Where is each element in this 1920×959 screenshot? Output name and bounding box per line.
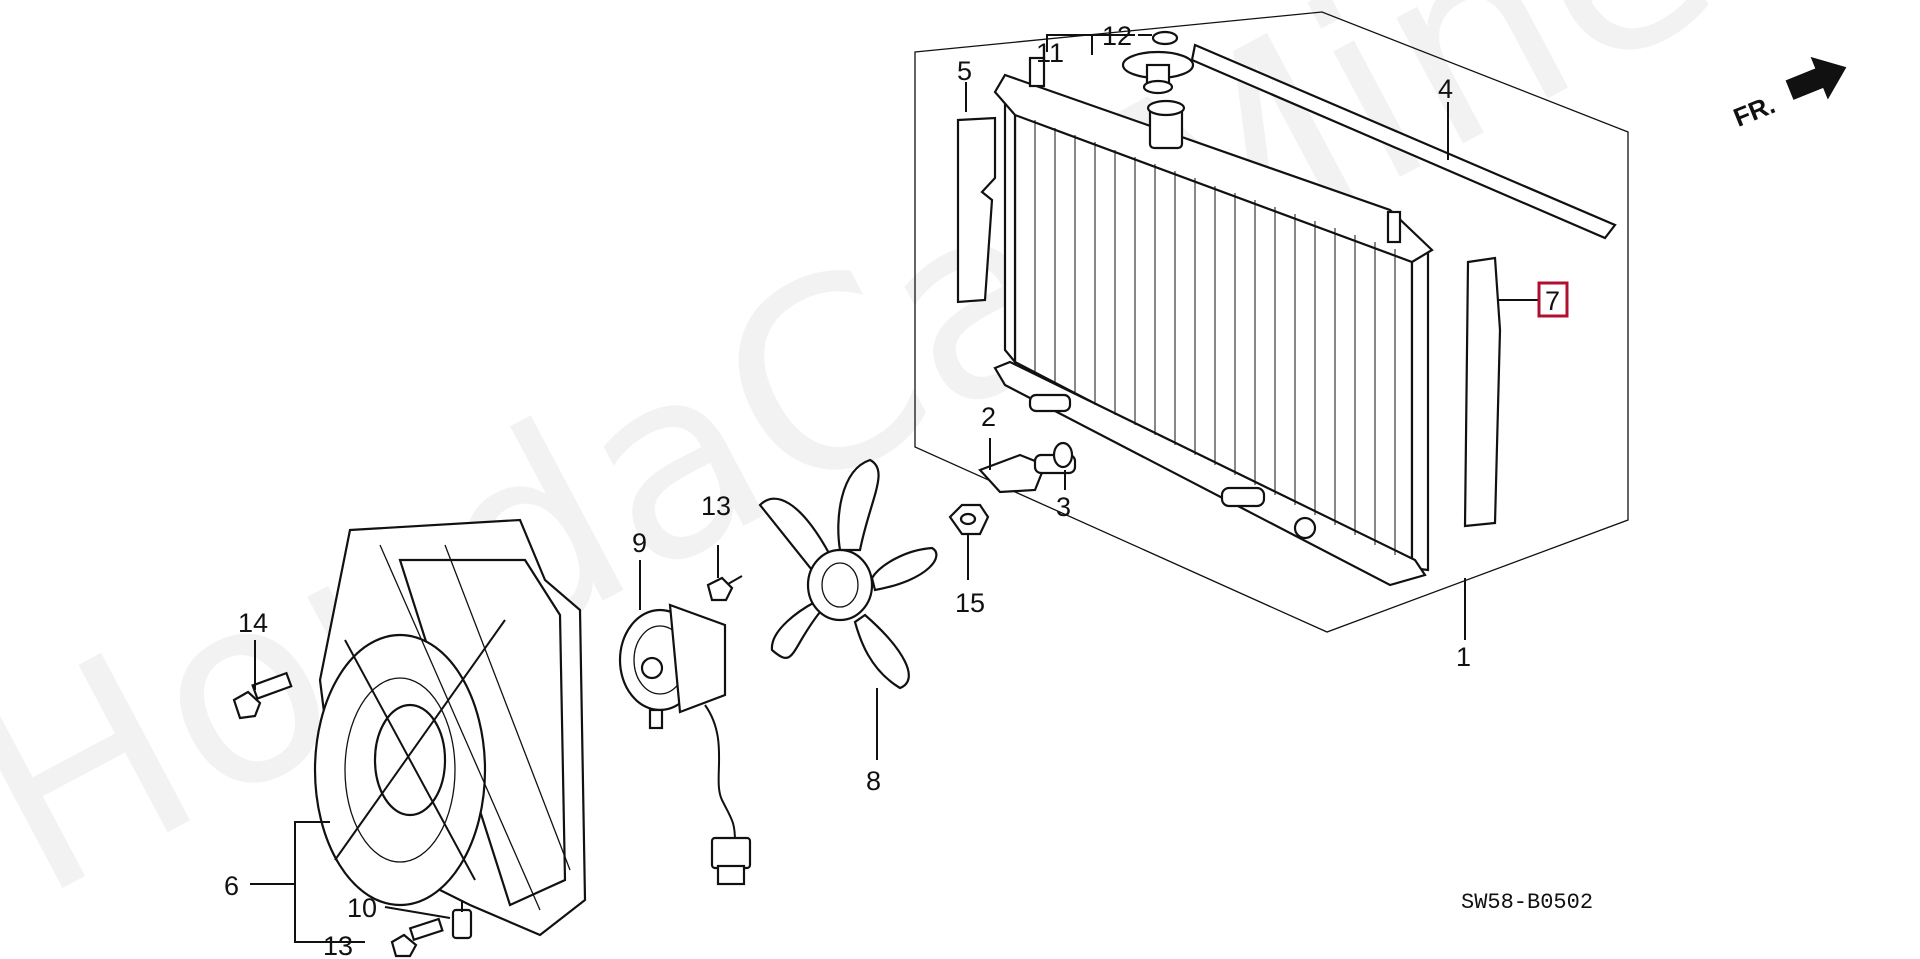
leader-lines	[250, 34, 1538, 943]
selection-box	[1537, 281, 1569, 318]
radiator-cap	[1121, 50, 1195, 95]
callout-1[interactable]: 1	[1456, 642, 1471, 672]
radiator-group-outline	[914, 11, 1629, 633]
front-arrow-icon	[1785, 56, 1847, 100]
callout-15[interactable]: 15	[955, 588, 985, 618]
callout-14[interactable]: 14	[238, 608, 268, 638]
motor-bolt	[706, 575, 743, 602]
upper-cushion	[1190, 43, 1617, 240]
callout-13-upper[interactable]: 13	[701, 491, 731, 521]
drawing-code: SW58-B0502	[1461, 890, 1593, 915]
callout-12[interactable]: 12	[1102, 21, 1132, 51]
fan-motor	[618, 603, 752, 886]
front-label: FR.	[1729, 89, 1779, 133]
callout-8[interactable]: 8	[866, 766, 881, 796]
radiator	[993, 56, 1434, 587]
callout-11[interactable]: 11	[1036, 38, 1064, 68]
callout-3[interactable]: 3	[1056, 492, 1071, 522]
left-side-cushion	[956, 116, 997, 304]
wire-clip	[451, 900, 473, 940]
selected-callout-7[interactable]: 7	[1537, 281, 1569, 318]
radiator-fins	[1034, 120, 1396, 555]
fan-blade	[758, 458, 938, 760]
mounting-nut	[948, 503, 990, 536]
callout-6[interactable]: 6	[224, 871, 239, 901]
callout-7[interactable]: 7	[1545, 286, 1560, 316]
right-side-cushion	[1463, 256, 1502, 528]
drain-o-ring	[1052, 441, 1074, 469]
cap-o-ring	[1151, 30, 1179, 46]
callout-10[interactable]: 10	[347, 893, 377, 923]
callout-9[interactable]: 9	[632, 528, 647, 558]
callout-2[interactable]: 2	[981, 402, 996, 432]
callout-5[interactable]: 5	[957, 56, 972, 86]
callout-4[interactable]: 4	[1438, 74, 1453, 104]
shroud-bolt	[232, 671, 293, 720]
callout-13-lower[interactable]: 13	[323, 931, 353, 959]
fan-shroud	[313, 518, 587, 937]
shroud-lower-bolt	[390, 917, 444, 958]
